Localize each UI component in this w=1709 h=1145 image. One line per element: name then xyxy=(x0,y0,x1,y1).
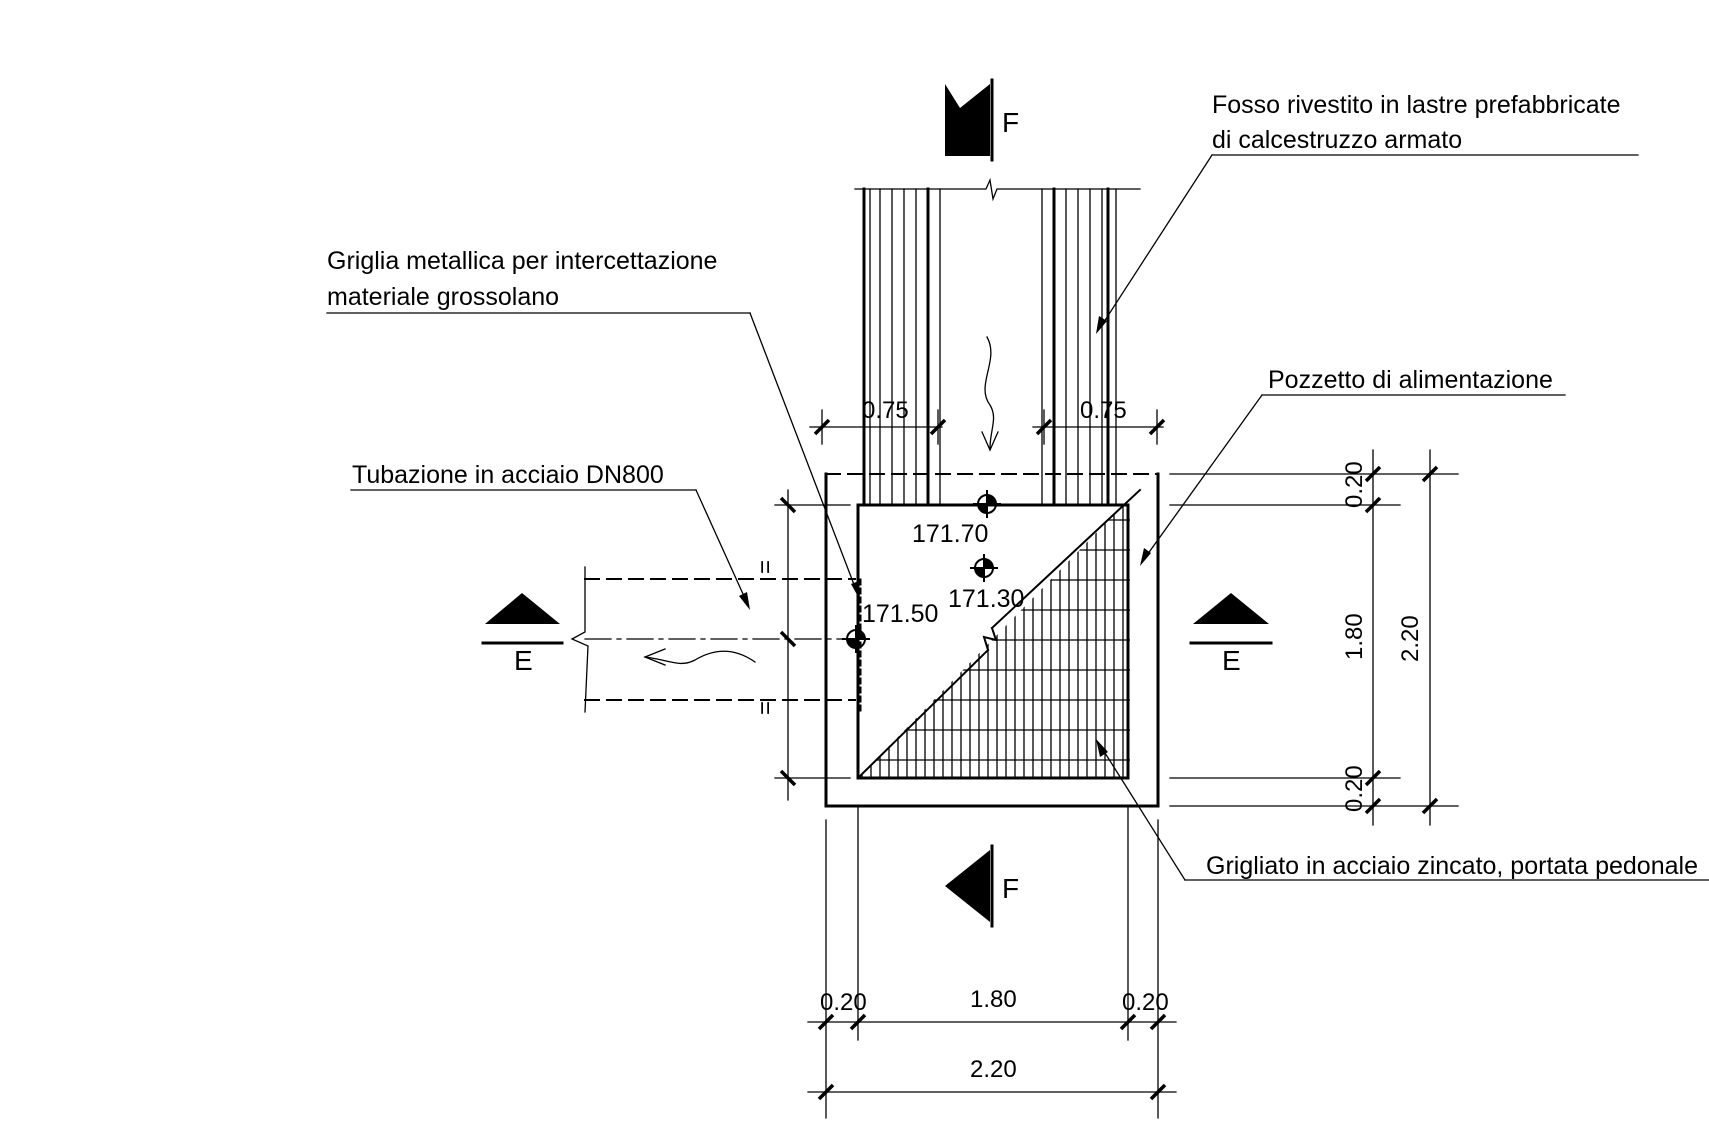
elevation-middle: 171.30 xyxy=(948,585,1024,613)
label-griglia-line2: materiale grossolano xyxy=(327,283,559,311)
label-tubazione: Tubazione in acciaio DN800 xyxy=(352,461,664,489)
label-pozzetto: Pozzetto di alimentazione xyxy=(1268,366,1553,394)
section-marker-f-top: F xyxy=(945,78,1019,162)
dim-bottom-left-wall: 0.20 xyxy=(820,989,867,1016)
dim-right-total: 2.20 xyxy=(1397,615,1424,662)
section-label-f-top: F xyxy=(1002,107,1019,138)
elevation-top: 171.70 xyxy=(912,520,988,548)
dimension-left-pipe xyxy=(774,489,851,801)
dim-right-top-wall: 0.20 xyxy=(1341,461,1368,508)
label-grigliato: Grigliato in acciaio zincato, portata pe… xyxy=(1206,852,1698,880)
dim-bottom-total: 2.20 xyxy=(970,1056,1017,1083)
elevation-marker-outlet xyxy=(842,625,870,653)
label-fosso-line2: di calcestruzzo armato xyxy=(1212,126,1462,154)
dim-bottom-right-wall: 0.20 xyxy=(1122,989,1169,1016)
elevation-outlet: 171.50 xyxy=(862,600,938,628)
dimension-right-vertical xyxy=(1169,449,1459,826)
dim-channel-right: 0.75 xyxy=(1080,397,1127,424)
dim-bottom-inner: 1.80 xyxy=(970,986,1017,1013)
dim-right-inner: 1.80 xyxy=(1341,613,1368,660)
dim-pipe-equal-bottom: = xyxy=(752,701,779,715)
outlet-pipe xyxy=(570,566,862,713)
dim-channel-left: 0.75 xyxy=(862,397,909,424)
elevation-marker-middle xyxy=(970,554,998,582)
section-label-f-bottom: F xyxy=(1002,873,1019,904)
steel-grating xyxy=(858,498,1130,778)
section-marker-e-right: E xyxy=(1189,593,1273,676)
section-marker-e-left: E xyxy=(481,593,564,676)
leader-pozzetto xyxy=(1140,394,1566,566)
channel-ditch xyxy=(854,177,1141,507)
dimension-bottom xyxy=(807,805,1177,1119)
dim-right-bottom-wall: 0.20 xyxy=(1341,765,1368,812)
section-marker-f-bottom: F xyxy=(945,844,1019,928)
label-fosso-line1: Fosso rivestito in lastre prefabbricate xyxy=(1212,91,1621,119)
leader-grigliato xyxy=(1096,739,1709,881)
dim-pipe-equal-top: = xyxy=(752,560,779,574)
elevation-marker-top xyxy=(973,490,1001,518)
label-griglia-line1: Griglia metallica per intercettazione xyxy=(327,247,717,275)
section-label-e-right: E xyxy=(1222,645,1241,676)
section-label-e-left: E xyxy=(514,645,533,676)
leader-griglia xyxy=(326,312,860,600)
chamber-pozzetto xyxy=(824,472,1160,808)
dimension-channel xyxy=(809,409,1166,445)
leader-tubazione xyxy=(350,489,750,610)
leader-fosso xyxy=(1096,154,1639,334)
